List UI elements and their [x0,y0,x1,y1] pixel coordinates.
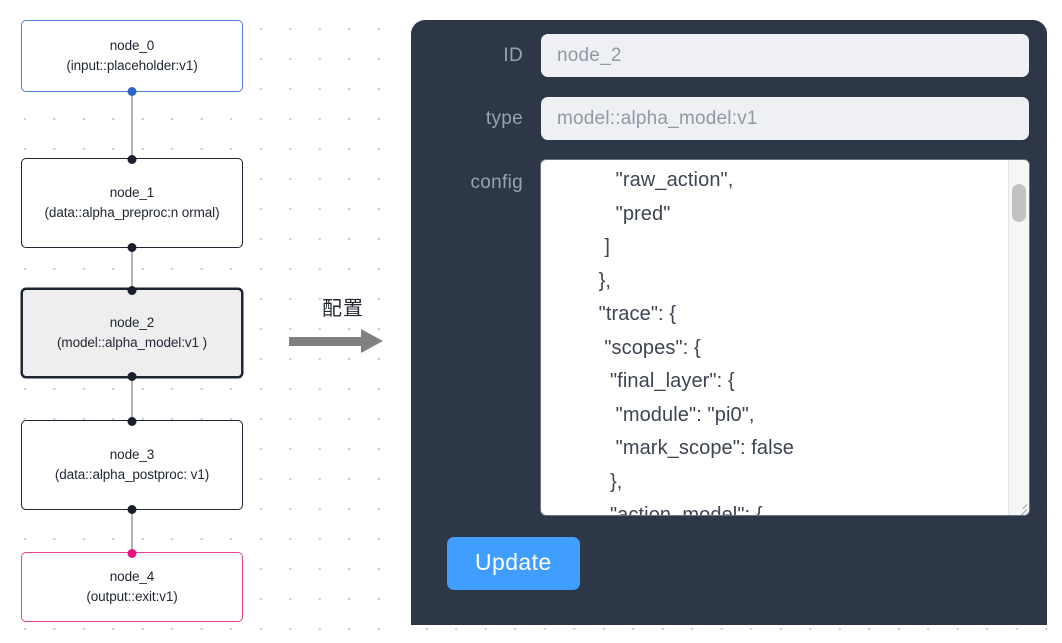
node-label-type: (data::alpha_preproc:n ormal) [44,205,220,220]
id-field-label: ID [503,44,523,66]
inspector-canvas: ID node_2 type model::alpha_model:v1 con… [398,0,1062,643]
node-inspector-panel: ID node_2 type model::alpha_model:v1 con… [411,20,1047,625]
node-handle-source[interactable] [127,504,137,514]
type-input[interactable]: model::alpha_model:v1 [541,97,1029,140]
node-label-title: node_0 [109,38,155,53]
config-textarea-value: "raw_action", "pred" ] }, "trace": { "sc… [598,169,795,515]
node-handle-target[interactable] [127,416,137,426]
edge-node3-node4 [131,510,133,552]
type-field-label: type [485,107,523,129]
arrow-head [361,329,383,353]
node-label-title: node_3 [109,447,155,462]
graph-node-node_2[interactable]: node_2 (model::alpha_model:v1 ) [21,285,243,381]
node-handle-target[interactable] [127,548,137,558]
right-arrow-icon [287,328,395,356]
graph-node-node_4[interactable]: node_4 (output::exit:v1) [21,548,243,622]
node-handle-source[interactable] [127,371,137,381]
id-input[interactable]: node_2 [541,34,1029,77]
resize-grip-icon[interactable] [1013,500,1028,515]
node-label-title: node_4 [109,569,155,584]
node-label-type: (data::alpha_postproc: v1) [54,467,210,482]
node-label-title: node_1 [109,185,155,200]
graph-node-node_0[interactable]: node_0 (input::placeholder:v1) [21,20,243,96]
flow-graph-canvas[interactable]: node_0 (input::placeholder:v1) node_1 (d… [0,0,398,643]
field-row-config: config "raw_action", "pred" ] }, "trace"… [429,160,1029,515]
node-handle-target[interactable] [127,285,137,295]
transition-label: 配置 [322,298,364,320]
config-scrollbar-thumb[interactable] [1012,184,1026,222]
node-handle-source[interactable] [127,86,137,96]
edge-node2-node3 [131,378,133,420]
update-button[interactable]: Update [447,537,580,590]
edge-node1-node2 [131,248,133,312]
config-scrollbar[interactable] [1008,160,1029,515]
node-label-type: (input::placeholder:v1) [66,58,198,73]
graph-node-node_3[interactable]: node_3 (data::alpha_postproc: v1) [21,416,243,514]
transition-annotation: 配置 [287,296,395,366]
config-field-label: config [470,172,523,193]
edge-node0-node1 [131,92,133,158]
node-label-title: node_2 [109,315,155,330]
node-label-type: (model::alpha_model:v1 ) [57,335,207,350]
graph-node-node_1[interactable]: node_1 (data::alpha_preproc:n ormal) [21,154,243,252]
config-textarea[interactable]: "raw_action", "pred" ] }, "trace": { "sc… [541,160,1029,515]
field-row-type: type model::alpha_model:v1 [429,97,1029,140]
arrow-shaft [289,337,363,346]
field-row-id: ID node_2 [429,34,1029,77]
node-handle-target[interactable] [127,154,137,164]
node-handle-source[interactable] [127,242,137,252]
node-label-type: (output::exit:v1) [86,589,178,604]
